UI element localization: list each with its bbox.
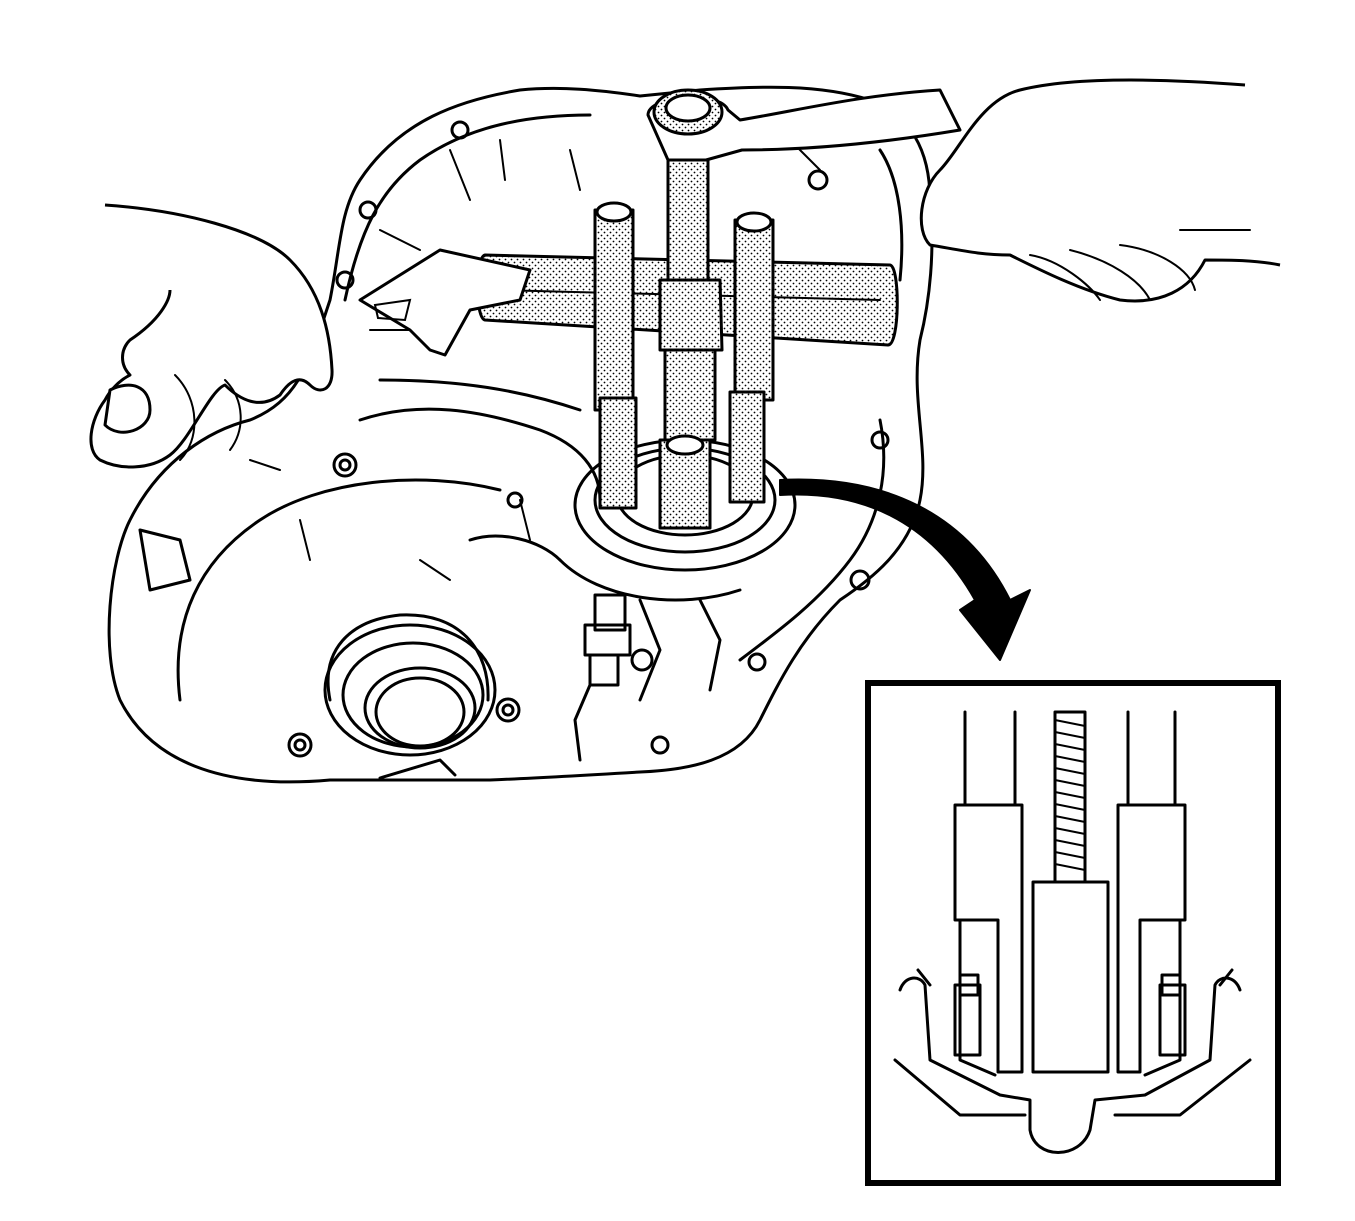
puller-leg-left xyxy=(593,208,635,412)
detail-frame xyxy=(865,680,1281,1186)
adjustable-wrench xyxy=(358,248,532,357)
right-hand-on-ratchet xyxy=(919,78,1281,303)
left-hand-with-wrench xyxy=(89,203,532,469)
transaxle-case xyxy=(107,85,934,784)
detail-inset xyxy=(865,680,1281,1186)
differential-bore xyxy=(176,478,502,780)
bearing-puller-tool xyxy=(476,88,962,530)
puller-leg-right xyxy=(733,218,775,402)
speed-sensor xyxy=(573,593,632,762)
callout-arrow xyxy=(779,478,1031,661)
